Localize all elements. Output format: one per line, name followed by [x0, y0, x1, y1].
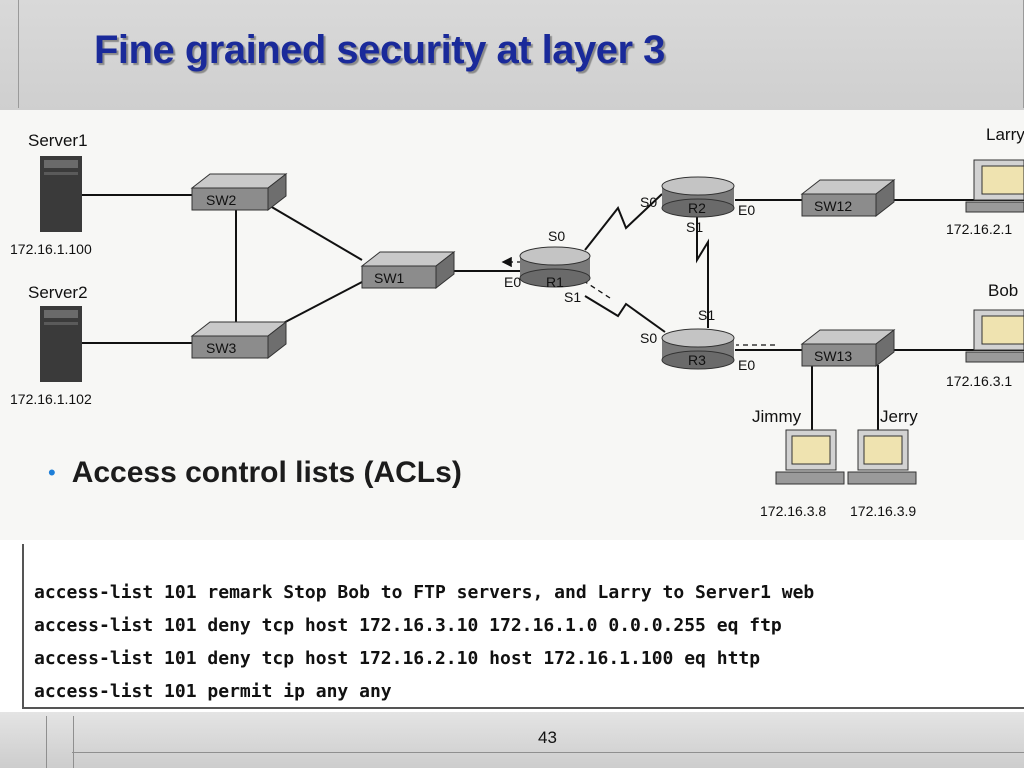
r1-s1-label: S1: [564, 289, 581, 305]
footer-line: [72, 752, 1024, 753]
r3-label: R3: [688, 352, 706, 368]
bob-ip: 172.16.3.1: [946, 373, 1012, 389]
footer-band: [0, 712, 1024, 768]
r3-e0-label: E0: [738, 357, 755, 373]
r2-s1-label: S1: [686, 219, 703, 235]
network-diagram: Server1 172.16.1.100 Server2 172.16.1.10…: [10, 125, 1024, 519]
switch-icon: [190, 320, 288, 360]
r2-s0-label: S0: [640, 194, 657, 210]
acl-line: access-list 101 deny tcp host 172.16.3.1…: [34, 615, 782, 636]
computer-icon: [775, 429, 845, 485]
page-number: 43: [538, 728, 557, 747]
switch-icon: [360, 250, 456, 290]
r2-e0-label: E0: [738, 202, 755, 218]
server-icon: [40, 156, 82, 232]
jimmy-ip: 172.16.3.8: [760, 503, 826, 519]
server1-ip: 172.16.1.100: [10, 241, 92, 257]
switch-icon: [190, 172, 288, 212]
computer-icon: [965, 159, 1024, 213]
r1-e0-label: E0: [504, 274, 521, 290]
router-icon: [661, 328, 735, 370]
header-band: [0, 0, 1024, 110]
jimmy-name: Jimmy: [752, 407, 802, 426]
bullet-item: • Access control lists (ACLs): [48, 456, 462, 490]
sw2-label: SW2: [206, 192, 237, 208]
jerry-name: Jerry: [880, 407, 918, 426]
server-icon: [40, 306, 82, 382]
computer-icon: [847, 429, 917, 485]
larry-name: Larry: [986, 125, 1024, 144]
bullet-dot-icon: •: [48, 460, 56, 485]
bullet-text: Access control lists (ACLs): [71, 456, 462, 489]
acl-line: access-list 101 permit ip any any: [34, 681, 392, 702]
interface-labels: S0 E0 S1 S0 E0 S1 S0 E0 S1: [504, 194, 755, 373]
sw13-label: SW13: [814, 348, 852, 364]
link-r2-r3: [696, 214, 709, 328]
server2-ip: 172.16.1.102: [10, 391, 92, 407]
footer-rules: [46, 716, 74, 768]
r1-label: R1: [546, 274, 564, 290]
acl-code-block: access-list 101 remark Stop Bob to FTP s…: [22, 544, 1024, 709]
switch-icon: [800, 328, 896, 368]
link-r1-r3: [584, 295, 666, 333]
acl-line: access-list 101 remark Stop Bob to FTP s…: [34, 582, 815, 603]
larry-ip: 172.16.2.1: [946, 221, 1012, 237]
sw3-label: SW3: [206, 340, 237, 356]
computer-icon: [965, 309, 1024, 363]
r1-s0-label: S0: [548, 228, 565, 244]
router-icon: [519, 246, 591, 288]
link-sw2-sw1: [269, 205, 363, 261]
router-icon: [661, 176, 735, 218]
server1-name: Server1: [28, 131, 88, 150]
jerry-ip: 172.16.3.9: [850, 503, 916, 519]
r3-s1-label: S1: [698, 307, 715, 323]
sw1-label: SW1: [374, 270, 405, 286]
acl-line: access-list 101 deny tcp host 172.16.2.1…: [34, 648, 761, 669]
server2-name: Server2: [28, 283, 88, 302]
switch-icon: [800, 178, 896, 218]
bob-name: Bob: [988, 281, 1018, 300]
r2-label: R2: [688, 200, 706, 216]
sw12-label: SW12: [814, 198, 852, 214]
r3-s0-label: S0: [640, 330, 657, 346]
link-r1-r2: [584, 193, 663, 251]
slide-title: Fine grained security at layer 3: [94, 28, 665, 72]
